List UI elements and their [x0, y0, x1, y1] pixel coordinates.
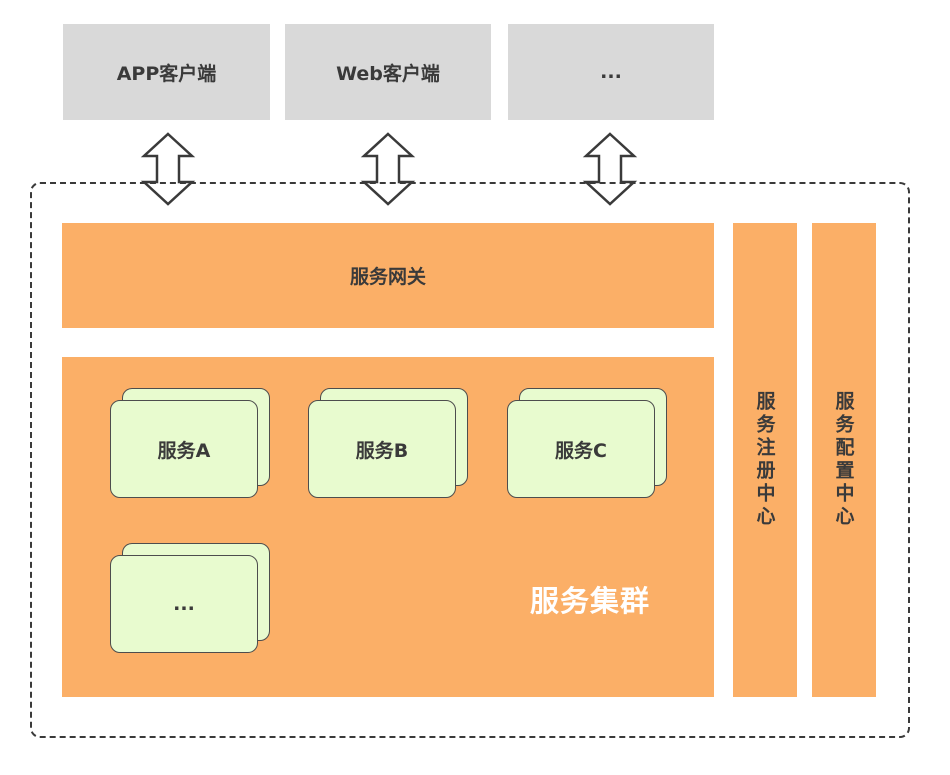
service-b-stack: 服务B: [308, 388, 470, 500]
double-arrow-icon: [360, 132, 416, 206]
cluster-label: 服务集群: [529, 584, 650, 618]
service-registry-label: 服务注册中心: [753, 391, 776, 529]
service-more: ...: [110, 555, 258, 653]
service-a: 服务A: [110, 400, 258, 498]
system-boundary: [30, 182, 910, 738]
service-config-label: 服务配置中心: [832, 391, 855, 529]
service-registry-center: 服务注册中心: [733, 223, 797, 697]
client-more: ...: [508, 24, 714, 120]
double-arrow-icon: [140, 132, 196, 206]
service-c: 服务C: [507, 400, 655, 498]
service-b: 服务B: [308, 400, 456, 498]
service-c-stack: 服务C: [507, 388, 669, 500]
service-more-stack: ...: [110, 543, 272, 655]
service-gateway: 服务网关: [62, 223, 714, 328]
service-config-center: 服务配置中心: [812, 223, 876, 697]
double-arrow-icon: [582, 132, 638, 206]
client-web: Web客户端: [285, 24, 491, 120]
service-a-stack: 服务A: [110, 388, 272, 500]
client-app: APP客户端: [63, 24, 270, 120]
